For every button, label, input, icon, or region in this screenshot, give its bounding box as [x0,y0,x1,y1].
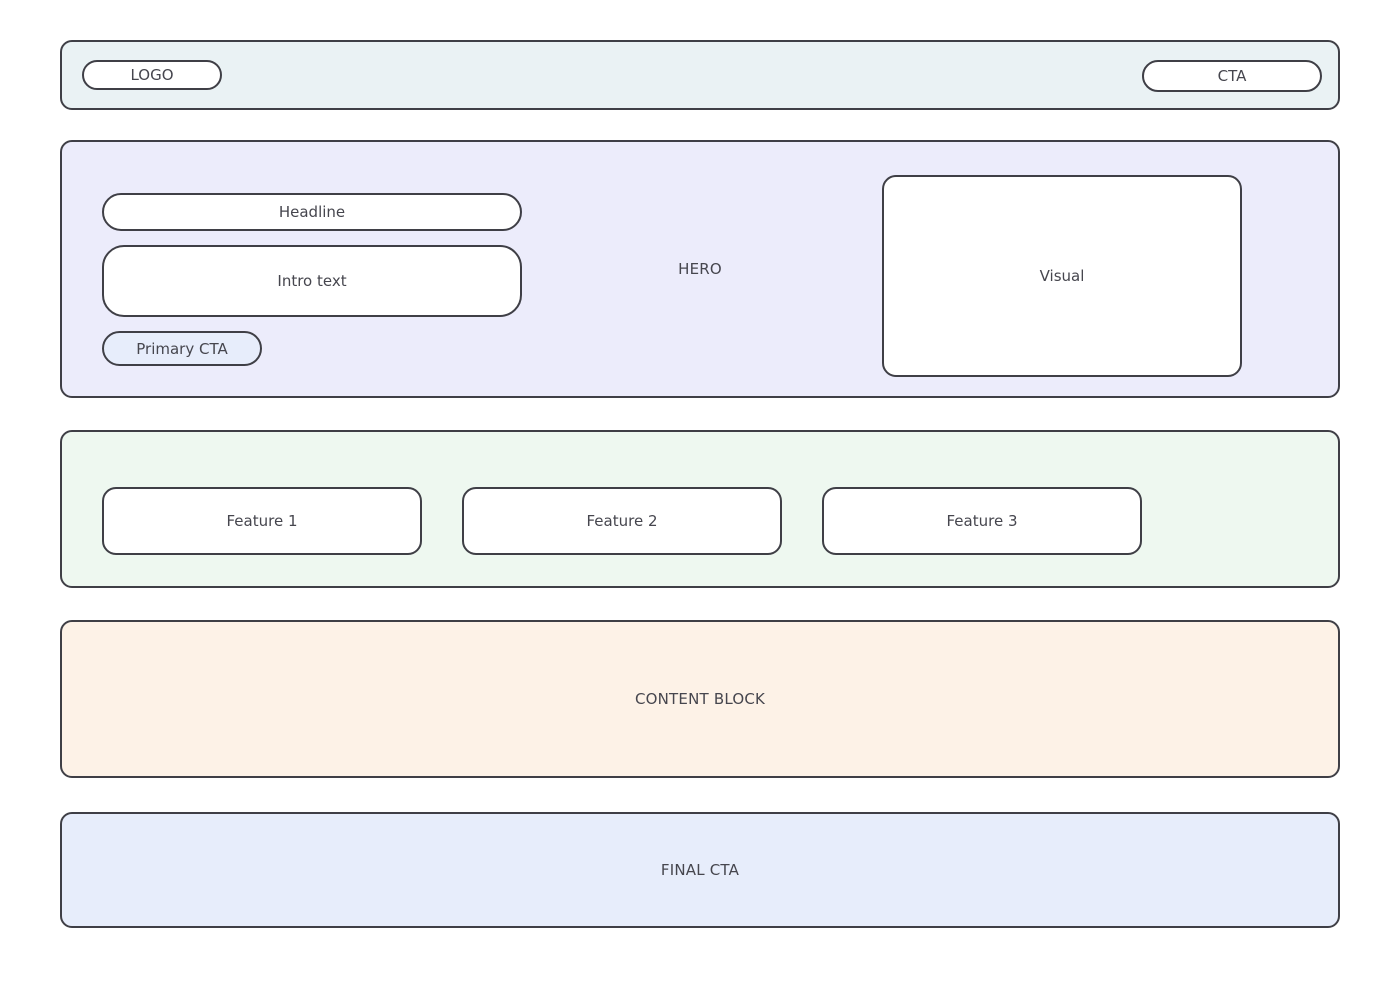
hero-visual-placeholder: Visual [882,175,1242,377]
logo-pill[interactable]: LOGO [82,60,222,90]
feature-card[interactable]: Feature 3 [822,487,1142,555]
hero-section-label: HERO [678,260,722,278]
feature-card-label: Feature 3 [946,512,1018,530]
hero-intro-placeholder: Intro text [102,245,522,317]
logo-label: LOGO [130,66,174,84]
feature-card-label: Feature 2 [586,512,658,530]
hero-intro-label: Intro text [277,272,347,290]
feature-card[interactable]: Feature 1 [102,487,422,555]
content-block-label: CONTENT BLOCK [634,690,766,708]
hero-primary-cta-label: Primary CTA [136,339,228,358]
hero-visual-label: Visual [1039,267,1085,285]
content-block-section: CONTENT BLOCK [60,620,1340,778]
header-cta-label: CTA [1217,67,1247,85]
hero-headline-label: Headline [278,203,346,221]
feature-card[interactable]: Feature 2 [462,487,782,555]
hero-primary-cta-button[interactable]: Primary CTA [102,331,262,366]
features-section: Feature 1 Feature 2 Feature 3 [60,430,1340,588]
hero-headline-placeholder: Headline [102,193,522,231]
final-cta-label: FINAL CTA [660,861,740,879]
hero-section: HERO Headline Intro text Primary CTA Vis… [60,140,1340,398]
header-section: LOGO CTA [60,40,1340,110]
header-cta-button[interactable]: CTA [1142,60,1322,92]
final-cta-section[interactable]: FINAL CTA [60,812,1340,928]
feature-card-label: Feature 1 [226,512,298,530]
